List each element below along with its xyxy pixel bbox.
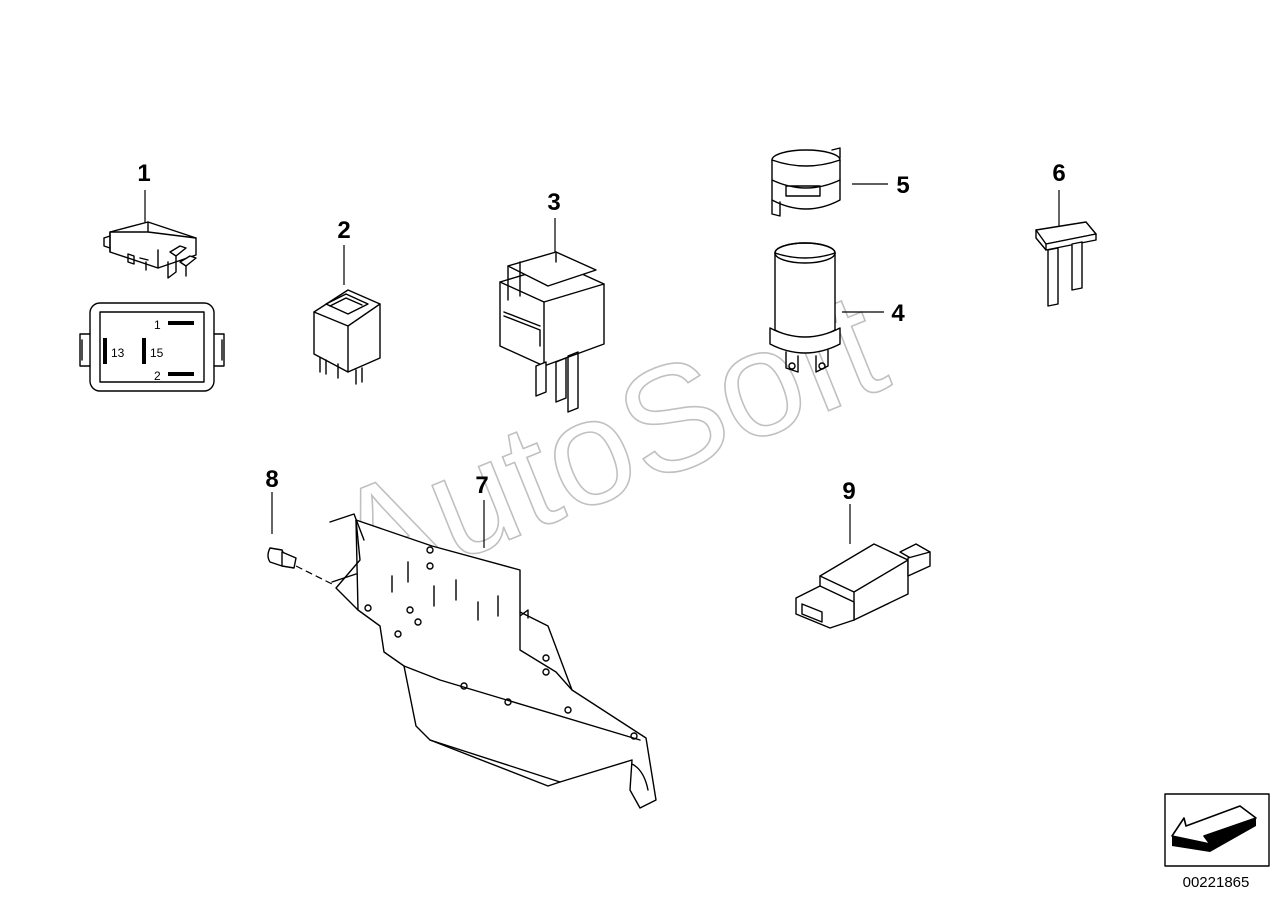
- part-label-3[interactable]: 3: [547, 189, 560, 216]
- part-9-connector[interactable]: [795, 504, 931, 629]
- pin-label-15: 15: [150, 346, 164, 360]
- pin-label-13: 13: [111, 346, 125, 360]
- part-label-5[interactable]: 5: [896, 172, 909, 199]
- part-8-clip[interactable]: [267, 492, 333, 585]
- part-2-relay[interactable]: [313, 245, 381, 385]
- part-label-9[interactable]: 9: [842, 478, 855, 505]
- part-3-relay[interactable]: [499, 218, 605, 413]
- part-1-relay[interactable]: 1 2 13 15: [79, 190, 225, 392]
- part-label-6[interactable]: 6: [1052, 160, 1065, 187]
- part-label-1[interactable]: 1: [137, 160, 150, 187]
- part-7-bracket[interactable]: [329, 500, 657, 809]
- navigation-arrow-icon[interactable]: [1171, 805, 1257, 852]
- part-4-round-relay[interactable]: [769, 242, 884, 373]
- part-label-4[interactable]: 4: [891, 300, 905, 327]
- part-label-2[interactable]: 2: [337, 217, 350, 244]
- part-label-7[interactable]: 7: [475, 472, 488, 499]
- part-label-8[interactable]: 8: [265, 466, 278, 493]
- part-6-fuse[interactable]: [1035, 190, 1097, 307]
- pin-label-2: 2: [154, 369, 161, 383]
- navigation-box[interactable]: [1164, 793, 1270, 867]
- part-5-clamp[interactable]: [771, 147, 888, 217]
- reference-number: 00221865: [1183, 874, 1250, 891]
- pin-label-1: 1: [154, 318, 161, 332]
